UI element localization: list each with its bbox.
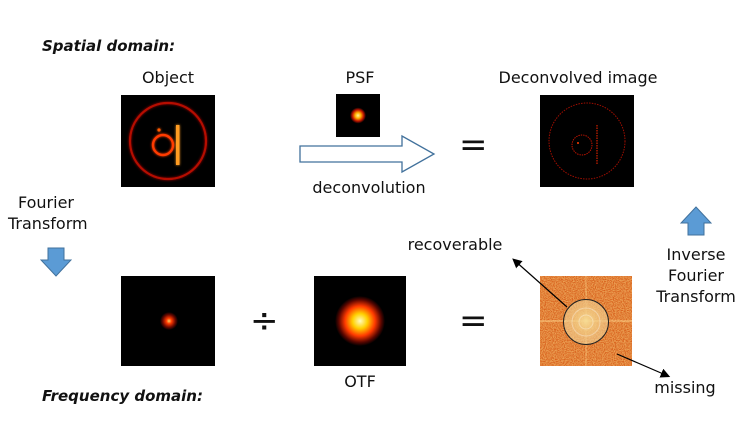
- fourier-down-arrow-icon: [40, 247, 72, 277]
- recoverable-label: recoverable: [407, 235, 503, 254]
- equals-sign-bottom: =: [459, 301, 488, 341]
- missing-label: missing: [654, 378, 716, 397]
- missing-pointer-arrow: [616, 353, 671, 378]
- otf-label: OTF: [344, 372, 376, 391]
- fourier-transform-label: Fourier Transform: [8, 192, 88, 234]
- psf-label: PSF: [345, 68, 375, 87]
- deconvolved-image-label: Deconvolved image: [498, 68, 658, 87]
- divide-sign: ÷: [250, 301, 279, 341]
- deconvolution-label: deconvolution: [312, 178, 426, 197]
- fourier-label-line2: Transform: [8, 214, 88, 233]
- inverse-label-line1: Inverse: [666, 245, 726, 264]
- otf-image: [314, 276, 406, 366]
- psf-image: [336, 94, 380, 137]
- object-label: Object: [141, 68, 195, 87]
- spatial-domain-heading: Spatial domain:: [42, 37, 176, 55]
- equals-sign-top: =: [459, 125, 488, 165]
- recoverable-pointer-arrow: [512, 258, 568, 308]
- inverse-label-line3: Transform: [656, 287, 736, 306]
- object-image: [121, 95, 215, 187]
- fourier-label-line1: Fourier: [17, 193, 74, 212]
- inverse-label-line2: Fourier: [667, 266, 724, 285]
- deconvolved-image: [540, 95, 634, 187]
- inverse-fourier-transform-label: Inverse Fourier Transform: [648, 244, 741, 307]
- inverse-up-arrow-icon: [680, 206, 712, 236]
- frequency-domain-heading: Frequency domain:: [42, 387, 203, 405]
- object-spectrum-image: [121, 276, 215, 366]
- recoverable-region-circle: [562, 298, 610, 346]
- deconvolution-arrow: [298, 134, 438, 174]
